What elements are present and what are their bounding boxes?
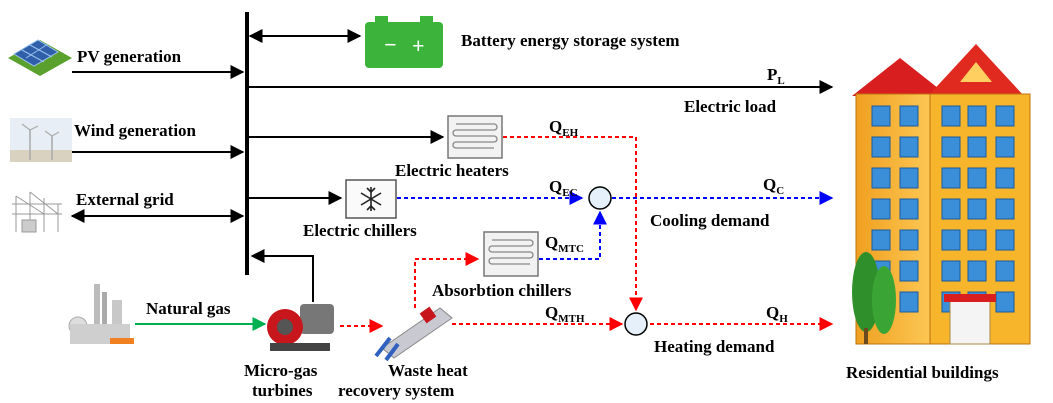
substation-icon	[12, 191, 62, 233]
building-window	[899, 291, 919, 313]
building-window	[967, 105, 987, 127]
building-window	[899, 260, 919, 282]
tree-trunk	[864, 328, 868, 344]
battery-icon: − +	[365, 16, 443, 68]
building-window	[967, 167, 987, 189]
building-window	[871, 167, 891, 189]
building-window	[941, 167, 961, 189]
electric-connections	[70, 12, 834, 302]
building-roof-left	[852, 58, 948, 96]
building-window	[899, 198, 919, 220]
building-door	[949, 299, 991, 345]
building-window	[995, 198, 1015, 220]
building-window	[941, 105, 961, 127]
building-window	[899, 136, 919, 158]
whr-to-absorption	[414, 252, 480, 308]
building-window	[967, 136, 987, 158]
building-window	[899, 167, 919, 189]
building-window	[995, 229, 1015, 251]
radiator-icon	[447, 115, 503, 159]
electric-heaters-label: Electric heaters	[395, 161, 509, 180]
building-window	[995, 105, 1015, 127]
building-gable-window	[960, 62, 992, 82]
building-window	[899, 105, 919, 127]
building-window	[967, 229, 987, 251]
residential-buildings-label: Residential buildings	[846, 363, 999, 382]
flow-pl: PL	[767, 65, 785, 87]
heating-demand-label: Heating demand	[654, 337, 775, 356]
heat-exchanger-icon	[374, 306, 453, 362]
heating-summing-node	[624, 312, 648, 336]
tree-right	[872, 266, 896, 334]
whr-label-line2: recovery system	[338, 381, 454, 400]
absorption-chillers-label: Absorbtion chillers	[432, 281, 572, 300]
building-window	[899, 229, 919, 251]
flow-qc: QC	[763, 175, 784, 197]
heater-to-heating-node	[503, 136, 643, 312]
natural-gas-label: Natural gas	[146, 299, 231, 318]
building-window	[967, 198, 987, 220]
solar-panel-icon	[8, 39, 72, 76]
building-awning	[944, 294, 996, 302]
microgas-label-line2: turbines	[252, 381, 313, 400]
cooling-summing-node	[588, 186, 612, 210]
battery-minus-sign: −	[384, 32, 397, 57]
flow-qh: QH	[766, 303, 788, 325]
pv-label: PV generation	[77, 47, 182, 66]
building-icon	[852, 44, 1031, 345]
building-window	[941, 260, 961, 282]
snowflake-icon	[345, 179, 397, 219]
building-window	[995, 167, 1015, 189]
electric-load-label: Electric load	[684, 97, 777, 116]
absorption-to-cooling-node	[539, 210, 607, 260]
microgas-label-line1: Micro-gas	[244, 361, 318, 380]
grid-label: External grid	[76, 190, 174, 209]
flow-qmth: QMTH	[545, 303, 585, 325]
building-window	[941, 198, 961, 220]
whr-label-line1: Waste heat	[388, 361, 468, 380]
turbine-link	[250, 249, 314, 302]
absorption-chiller-icon	[483, 231, 539, 277]
building-window	[995, 136, 1015, 158]
building-window	[941, 136, 961, 158]
cooling-demand-label: Cooling demand	[650, 211, 770, 230]
building-window	[871, 198, 891, 220]
building-window	[995, 260, 1015, 282]
building-window	[941, 229, 961, 251]
electric-chillers-label: Electric chillers	[303, 221, 417, 240]
flow-qmtc: QMTC	[545, 233, 584, 255]
heat-connections	[340, 136, 834, 333]
cooling-connections	[397, 191, 834, 260]
building-window	[995, 291, 1015, 313]
building-window	[967, 260, 987, 282]
flow-qec: QEC	[549, 177, 578, 199]
wind-turbine-icon	[10, 118, 72, 162]
building-window	[871, 229, 891, 251]
building-window	[871, 105, 891, 127]
gas-plant-icon	[68, 284, 134, 344]
battery-plus-sign: +	[412, 33, 425, 58]
wind-label: Wind generation	[74, 121, 197, 140]
flow-qeh: QEH	[549, 117, 579, 139]
battery-label: Battery energy storage system	[461, 31, 680, 50]
generator-icon	[267, 304, 334, 351]
building-window	[871, 136, 891, 158]
